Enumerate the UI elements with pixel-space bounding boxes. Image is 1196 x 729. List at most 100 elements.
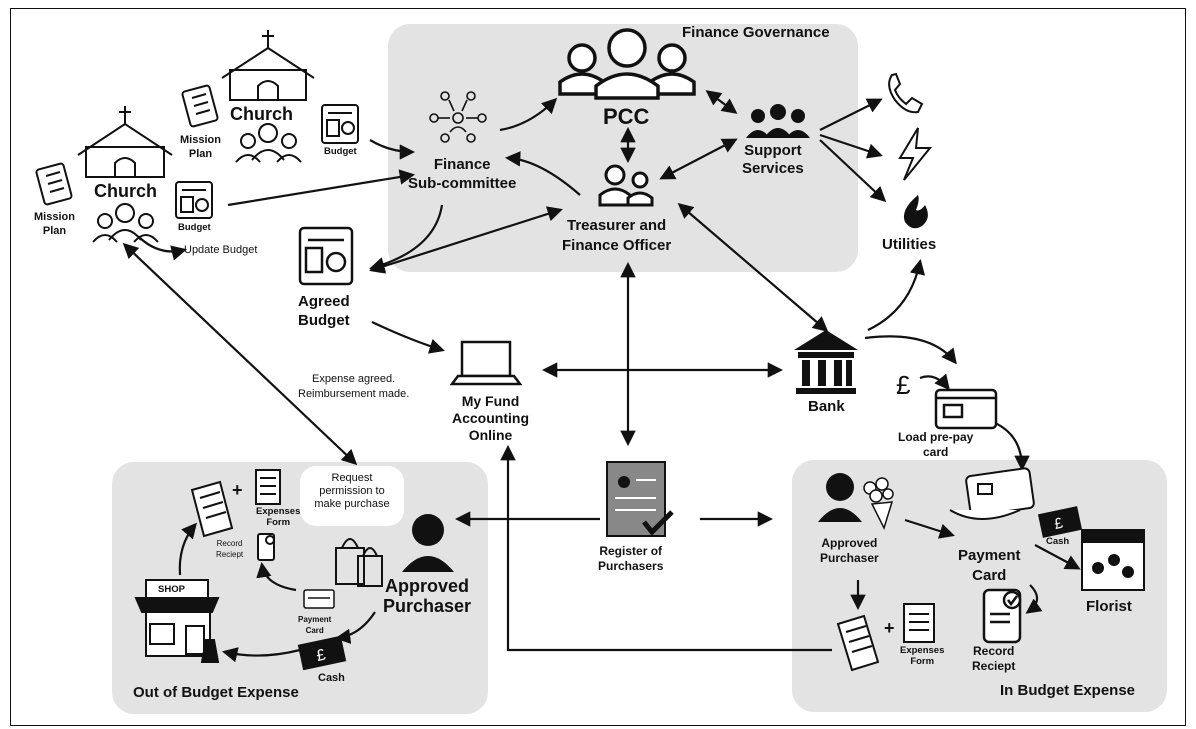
record-receipt-out-icon: [257, 533, 275, 561]
arrow-budget-to-subcommittee: [369, 139, 416, 160]
prepay-card-icon: [934, 388, 998, 430]
arrow-pcc-support: [705, 90, 738, 114]
arrow-subcommittee-to-pcc: [499, 97, 558, 132]
shopping-bags-icon: [335, 538, 383, 587]
update-budget-label: Update Budget: [184, 244, 258, 256]
church-top-label: Church: [230, 104, 293, 124]
arrow-approved-to-card-in: [904, 518, 955, 539]
budget-left-label: Budget: [178, 222, 211, 233]
expenses-form-in-icon: [903, 603, 935, 643]
arrow-treasurer-to-subcommittee: [504, 151, 581, 196]
arrow-church-outofbudget: [122, 242, 358, 466]
arrow-treasurer-bank: [677, 202, 829, 333]
church-left-icon: [77, 106, 173, 178]
bank-label: Bank: [808, 398, 845, 415]
cash-in-icon: £: [1037, 506, 1083, 538]
plus-out-icon: +: [232, 480, 243, 500]
pcc-label: PCC: [603, 104, 650, 129]
church-left-people-icon: [92, 203, 159, 243]
arrow-bank-to-utilities: [867, 258, 926, 331]
arrow-agreed-to-accounting: [371, 321, 445, 354]
arrow-card-to-florist: [1034, 544, 1081, 570]
budget-top-label: Budget: [324, 146, 357, 157]
phone-icon: [888, 72, 924, 114]
arrow-approved-to-paycard-out: [334, 611, 376, 644]
agreed-budget-icon: [298, 226, 354, 286]
utilities-label: Utilities: [882, 236, 937, 253]
bank-icon: [794, 330, 858, 394]
expense-agreed-label: Expense agreed.Reimbursement made.: [298, 373, 410, 400]
svg-text:£: £: [315, 647, 327, 665]
shop-sign-label: SHOP: [158, 584, 185, 595]
cash-out-label: Cash: [318, 672, 345, 684]
arrow-support-power: [819, 133, 883, 159]
lightning-icon: [898, 127, 933, 181]
cash-out-icon: £: [297, 635, 347, 671]
church-top-icon: [221, 30, 315, 101]
subcommittee-network-icon: [429, 91, 487, 143]
cash-in-label: Cash: [1046, 536, 1070, 547]
arrow-left-budget-to-subcommittee: [227, 169, 416, 207]
diagram-frame: [10, 8, 1186, 726]
budget-left-icon: [175, 181, 213, 219]
arrow-inbudget-to-accounting: [500, 444, 832, 652]
arrow-cash-to-shop: [221, 647, 301, 663]
arrow-support-gas: [819, 139, 887, 203]
arrow-bank-to-card: [864, 335, 957, 365]
arrow-pound-to-card: [919, 373, 950, 391]
arrow-paycard-to-record: [256, 561, 297, 592]
flower-bouquet-icon: [863, 477, 894, 531]
budget-top-icon: [321, 104, 359, 144]
florist-shop-icon: [1081, 529, 1145, 591]
mission-plan-left-icon: [35, 162, 73, 206]
receipt-out-icon: [190, 480, 234, 538]
support-services-icon: [746, 104, 810, 138]
card-payment-in-icon: [949, 467, 1035, 520]
arrow-treasurer-agreed: [369, 206, 563, 274]
arrow-card-to-record-in: [1025, 584, 1043, 614]
arrow-treasurer-support: [659, 138, 738, 180]
shop-icon: [134, 579, 220, 663]
pcc-group-icon: [558, 28, 696, 100]
arrow-shop-to-receipt: [178, 522, 197, 576]
plus-in-icon: +: [884, 618, 895, 638]
gas-flame-icon: [903, 195, 928, 229]
church-top-people-icon: [235, 123, 302, 163]
approved-purchaser-in-icon: [818, 473, 862, 522]
receipt-in-icon: [836, 614, 880, 672]
finance-governance-label: Finance Governance: [682, 24, 830, 41]
church-left-label: Church: [94, 181, 157, 201]
in-budget-label: In Budget Expense: [1000, 682, 1136, 699]
out-of-budget-label: Out of Budget Expense: [133, 684, 299, 701]
arrow-support-phone: [819, 98, 883, 131]
approved-purchaser-out-icon: [402, 514, 454, 572]
payment-card-out-icon: [303, 589, 335, 609]
pound-icon: £: [896, 370, 911, 400]
treasurer-icon: [598, 164, 654, 207]
florist-label: Florist: [1086, 598, 1132, 615]
phone-receipt-in-icon: [982, 588, 1022, 644]
register-document-icon: [606, 461, 674, 537]
mission-plan-top-icon: [181, 84, 219, 128]
expenses-form-out-icon: [255, 469, 281, 505]
arrow-update-budget: [139, 237, 187, 261]
laptop-icon: [449, 340, 523, 386]
